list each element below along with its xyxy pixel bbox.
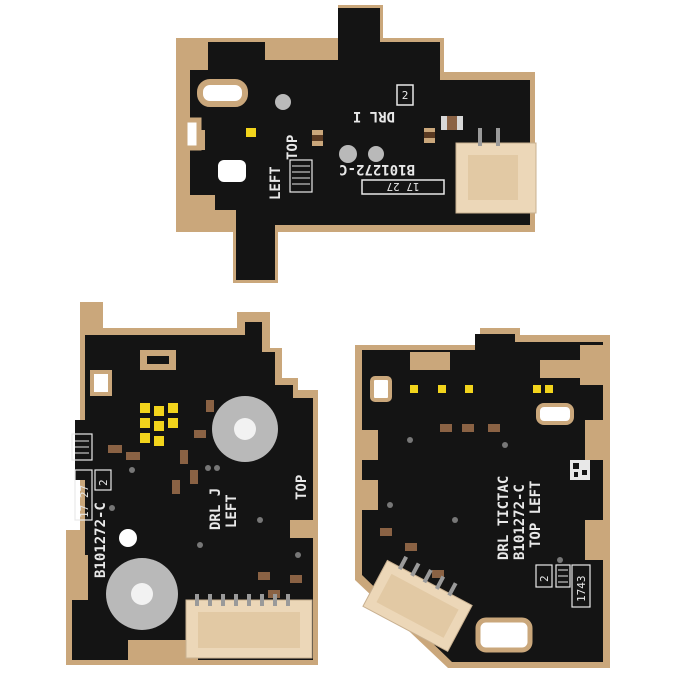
bl-board-left: LEFT xyxy=(224,494,240,528)
bl-board-top: TOP xyxy=(294,475,310,500)
top-board-left: LEFT xyxy=(268,166,284,200)
top-board-part: B101272-C xyxy=(339,161,415,177)
br-board-part: B101272-C xyxy=(512,484,528,560)
bl-board-part: B101272-C xyxy=(93,502,109,578)
top-board-code: 17 27 xyxy=(386,180,419,193)
top-board-num: 2 xyxy=(402,89,409,102)
connector-bottom-left xyxy=(185,594,313,659)
top-board-drl: DRL I xyxy=(353,108,395,124)
pcb-board-bottom-left: 17 27 2 DRL J LEFT TOP B101272-C xyxy=(66,302,318,665)
bl-board-code: 17 27 xyxy=(78,485,91,518)
pcb-board-top: 2 17 27 DRL I B101272-C LEFT TOP xyxy=(176,5,537,283)
br-board-num: 2 xyxy=(538,575,551,582)
top-board-top: TOP xyxy=(285,135,301,160)
br-board-code: 1743 xyxy=(575,576,588,603)
connector-bottom-right xyxy=(362,555,473,653)
bl-board-num: 2 xyxy=(97,479,110,486)
br-board-topleft: TOP LEFT xyxy=(528,481,544,548)
pcb-board-bottom-right: 2 1743 DRL TICTAC B101272-C TOP LEFT xyxy=(355,328,610,668)
led-array xyxy=(140,403,178,446)
connector-top xyxy=(455,128,537,214)
bl-board-drl: DRL J xyxy=(208,488,224,530)
br-board-drl: DRL TICTAC xyxy=(496,476,512,560)
